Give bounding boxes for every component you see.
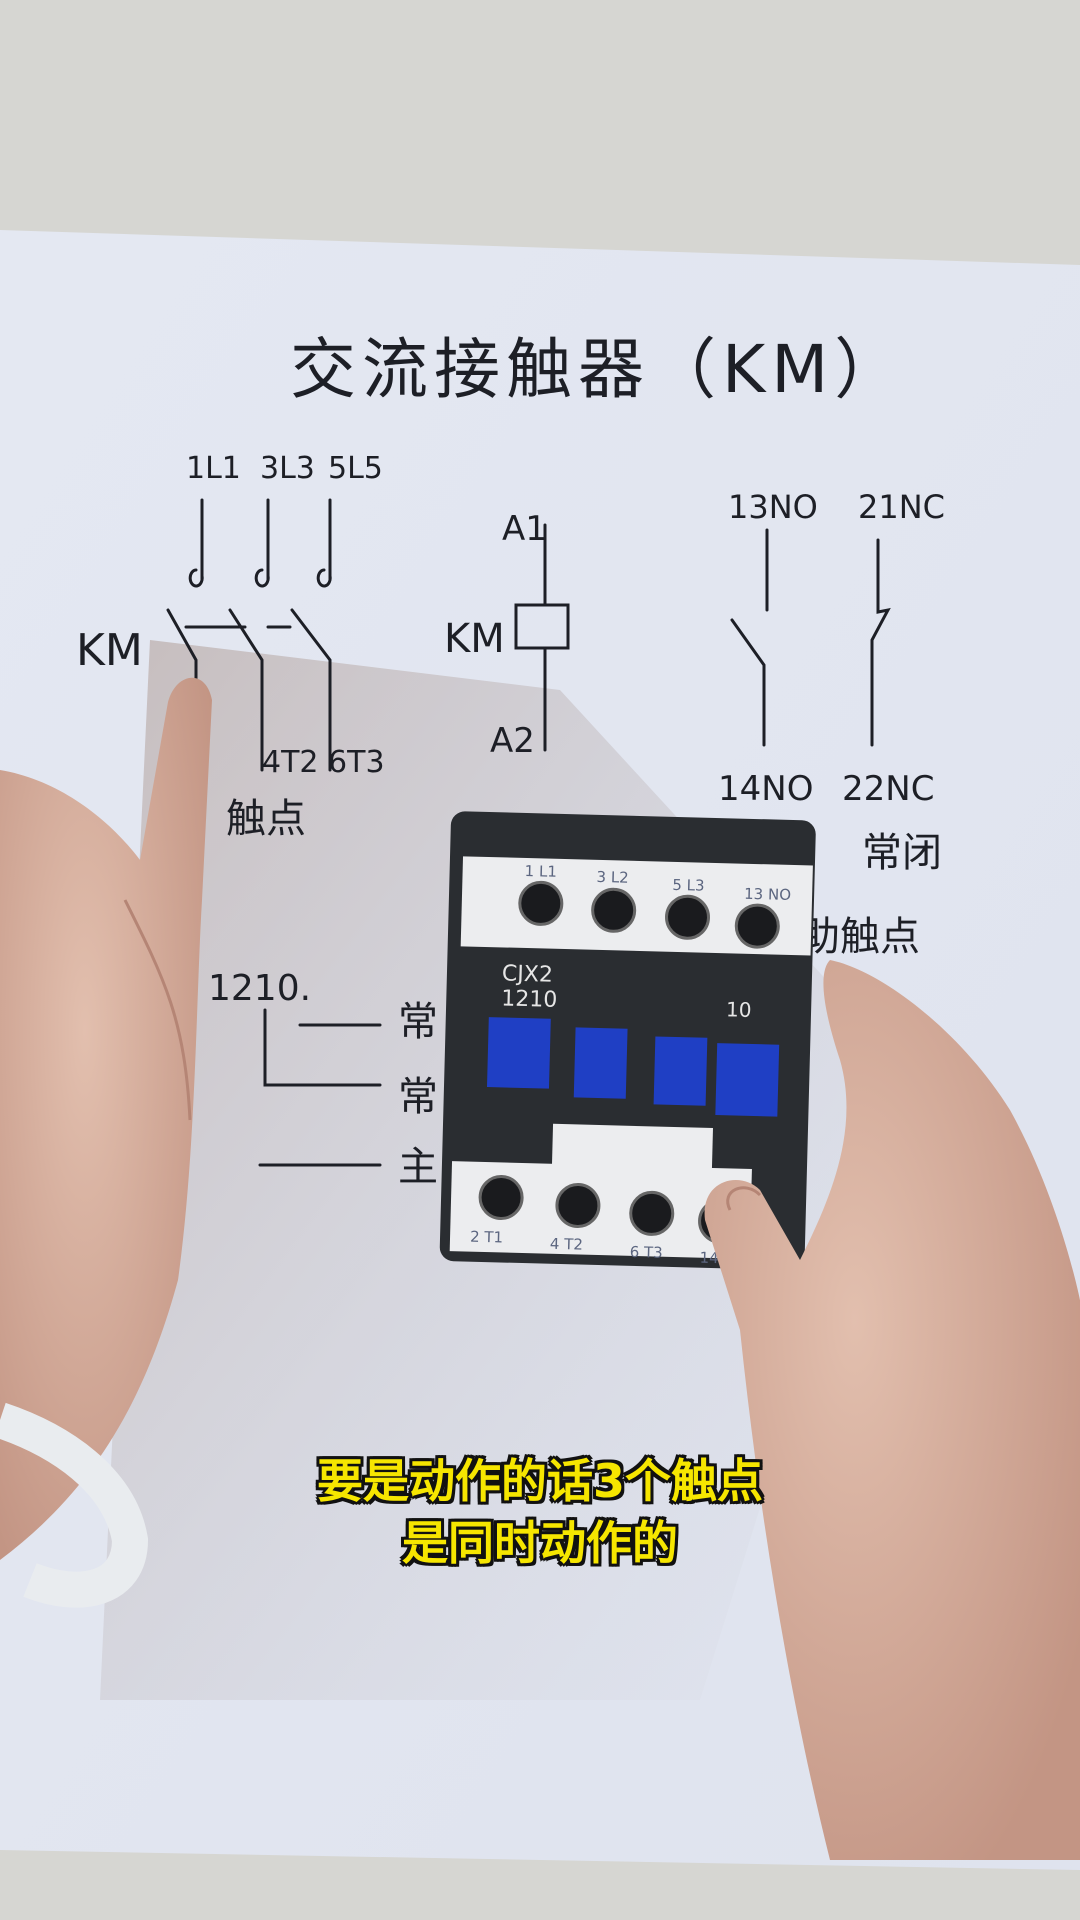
aux-code-label: 10	[726, 997, 752, 1022]
coil-top-label: A1	[502, 509, 547, 549]
model-note-code: 1210.	[208, 968, 311, 1009]
top-terminal-label-13: 13 NO	[744, 885, 791, 904]
handwritten-diagram: 交流接触器（KM） 1L1 3L3 5L5 KM 4T2 6T3 触点 A1 K…	[76, 331, 945, 1190]
bottom-terminal-label-2: 2 T1	[470, 1228, 503, 1247]
contactor-device: 1 L1 3 L2 5 L3 13 NO 2 T1 4 T2 6 T3 14 C…	[439, 811, 816, 1271]
main-contact-bottom-labels: 4T2 6T3	[262, 745, 385, 780]
main-contact-name: KM	[76, 625, 143, 676]
aux-nc-top-label: 21NC	[858, 488, 945, 526]
aux-contact-lines	[730, 528, 891, 747]
bracelet	[0, 1402, 149, 1608]
main-contact-label-3: 3L3	[260, 451, 315, 486]
aux-caption: 助触点	[800, 914, 920, 960]
left-hand	[0, 677, 212, 1608]
model-note-line-2: 常	[398, 1074, 438, 1120]
label-plate	[551, 1123, 713, 1188]
subtitle-line-1: 要是动作的话3个触点	[316, 1454, 763, 1508]
coil-bottom-label: A2	[490, 721, 535, 761]
top-terminal-plate	[460, 856, 813, 956]
coil-name: KM	[444, 616, 505, 662]
coil-symbol	[514, 523, 570, 752]
top-terminal-label-3: 3 L2	[596, 868, 629, 887]
diagram-title: 交流接触器（KM）	[290, 331, 906, 408]
model-label-line2: 1210	[501, 986, 558, 1012]
model-note-line-3: 主	[398, 1144, 438, 1190]
aux-no-bottom-label: 14NO	[718, 769, 813, 809]
top-terminal-label-5: 5 L3	[672, 876, 705, 895]
top-terminal-label-1: 1 L1	[524, 862, 557, 881]
main-contact-label-5: 5L5	[328, 451, 383, 486]
main-contact-caption: 触点	[226, 796, 306, 842]
right-hand	[704, 960, 1080, 1860]
subtitle-line-2: 是同时动作的	[402, 1516, 678, 1570]
model-label-line1: CJX2	[502, 961, 554, 987]
bottom-terminal-label-4: 4 T2	[550, 1235, 583, 1254]
model-note-line-1: 常	[398, 999, 438, 1045]
bottom-terminal-label-6: 6 T3	[629, 1243, 662, 1262]
bottom-terminal-label-14: 14	[699, 1249, 719, 1267]
aux-nc-caption: 常闭	[862, 830, 942, 876]
armature-buttons	[486, 1017, 780, 1117]
main-contact-lines	[166, 498, 332, 772]
aux-no-top-label: 13NO	[728, 488, 818, 526]
main-contact-label-1: 1L1	[186, 451, 241, 486]
top-terminals	[518, 880, 780, 949]
model-note-lines	[258, 1008, 382, 1167]
aux-nc-bottom-label: 22NC	[842, 769, 934, 809]
